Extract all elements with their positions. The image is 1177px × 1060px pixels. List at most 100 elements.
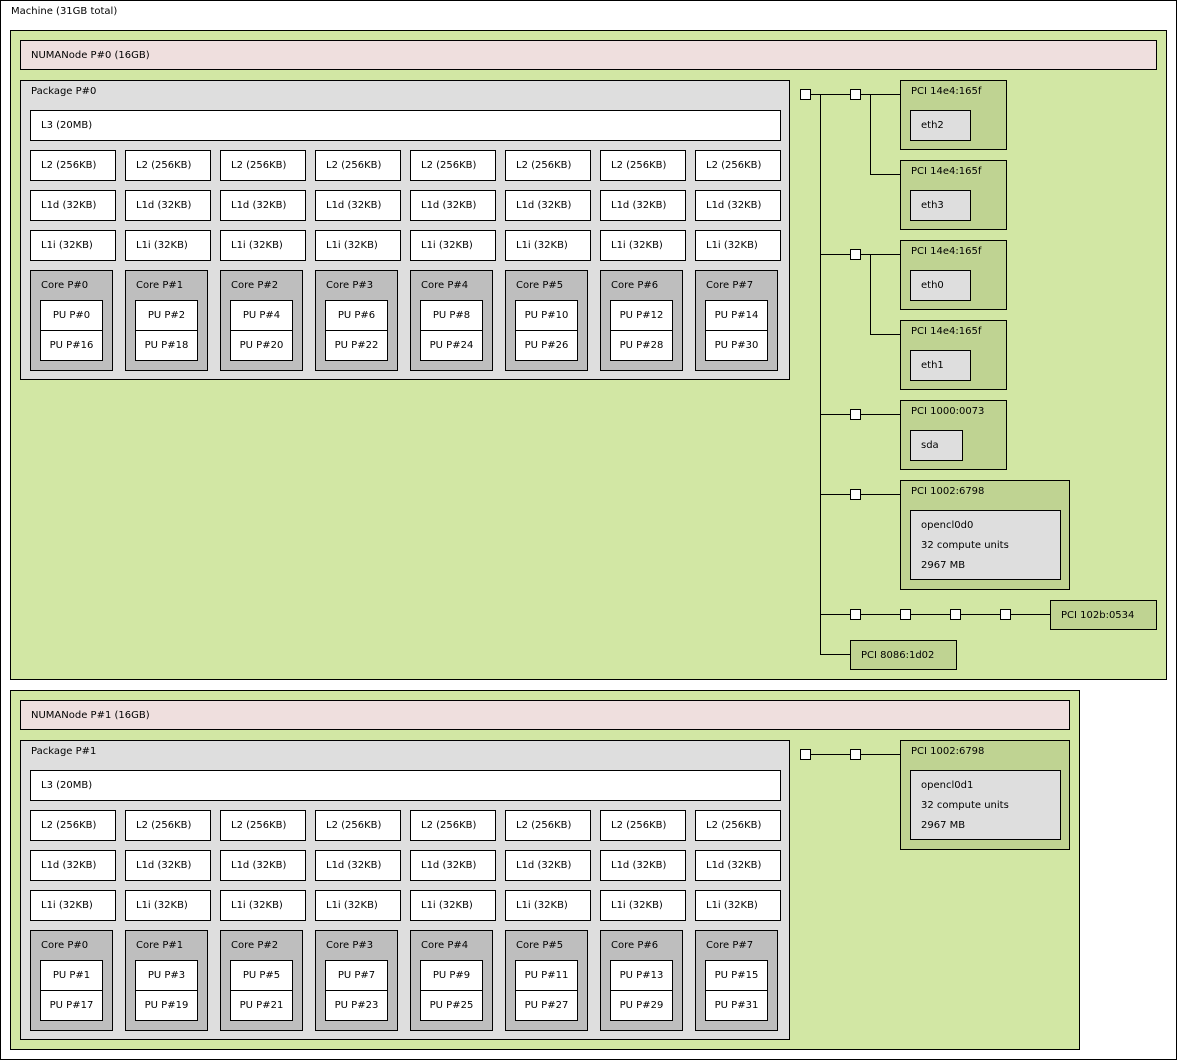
l3-cache-label: L3 (20MB) bbox=[41, 780, 93, 791]
pci-device: PCI 14e4:165f eth1 bbox=[900, 320, 1007, 390]
os-device: opencl0d1 32 compute units 2967 MB bbox=[910, 770, 1061, 840]
pu: PU P#11 bbox=[515, 960, 578, 991]
os-device: sda bbox=[910, 430, 963, 461]
connector-line bbox=[870, 334, 900, 335]
l1d-cache-label: L1d (32KB) bbox=[326, 200, 382, 211]
connector-line bbox=[820, 614, 1050, 615]
pu-label: PU P#20 bbox=[239, 340, 284, 351]
connector-line bbox=[820, 94, 821, 655]
l1d-cache-label: L1d (32KB) bbox=[136, 200, 192, 211]
os-device: eth0 bbox=[910, 270, 971, 301]
pu-label: PU P#17 bbox=[49, 1000, 94, 1011]
l1i-cache-label: L1i (32KB) bbox=[706, 900, 758, 911]
pci-device: PCI 14e4:165f eth3 bbox=[900, 160, 1007, 230]
pu-label: PU P#23 bbox=[334, 1000, 379, 1011]
core-label: Core P#7 bbox=[706, 280, 754, 291]
l1d-cache-label: L1d (32KB) bbox=[516, 860, 572, 871]
l2-cache: L2 (256KB) bbox=[600, 810, 686, 841]
pu: PU P#0 bbox=[40, 300, 103, 331]
pu: PU P#26 bbox=[515, 330, 578, 361]
pci-bridge-square bbox=[950, 609, 961, 620]
pu: PU P#1 bbox=[40, 960, 103, 991]
l1i-cache: L1i (32KB) bbox=[220, 230, 306, 261]
l3-cache: L3 (20MB) bbox=[30, 110, 781, 141]
l1d-cache-label: L1d (32KB) bbox=[421, 200, 477, 211]
core-label: Core P#0 bbox=[41, 280, 89, 291]
pu-label: PU P#18 bbox=[144, 340, 189, 351]
os-device-detail: 32 compute units bbox=[921, 540, 1009, 551]
l1i-cache: L1i (32KB) bbox=[220, 890, 306, 921]
numa-node-0-label: NUMANode P#0 (16GB) bbox=[31, 50, 150, 61]
pci-device-label: PCI 14e4:165f bbox=[911, 166, 982, 177]
pu: PU P#27 bbox=[515, 990, 578, 1021]
pu: PU P#3 bbox=[135, 960, 198, 991]
pu-label: PU P#1 bbox=[52, 970, 91, 981]
l1i-cache-label: L1i (32KB) bbox=[611, 900, 663, 911]
pu-label: PU P#9 bbox=[432, 970, 471, 981]
core-label: Core P#3 bbox=[326, 940, 374, 951]
l1d-cache: L1d (32KB) bbox=[220, 850, 306, 881]
l1i-cache: L1i (32KB) bbox=[30, 230, 116, 261]
l2-cache: L2 (256KB) bbox=[505, 150, 591, 181]
core-label: Core P#4 bbox=[421, 280, 469, 291]
pci-bridge-square bbox=[850, 609, 861, 620]
l1i-cache: L1i (32KB) bbox=[125, 890, 211, 921]
l2-cache: L2 (256KB) bbox=[220, 150, 306, 181]
l1i-cache-label: L1i (32KB) bbox=[421, 240, 473, 251]
core-label: Core P#7 bbox=[706, 940, 754, 951]
l1i-cache-label: L1i (32KB) bbox=[136, 900, 188, 911]
l1d-cache-label: L1d (32KB) bbox=[611, 200, 667, 211]
os-device-detail: 2967 MB bbox=[921, 820, 966, 831]
pu: PU P#12 bbox=[610, 300, 673, 331]
l1d-cache: L1d (32KB) bbox=[410, 850, 496, 881]
pu: PU P#5 bbox=[230, 960, 293, 991]
pu-label: PU P#11 bbox=[524, 970, 569, 981]
l1d-cache: L1d (32KB) bbox=[30, 190, 116, 221]
pci-device: PCI 14e4:165f eth0 bbox=[900, 240, 1007, 310]
l2-cache-label: L2 (256KB) bbox=[136, 160, 192, 171]
l2-cache: L2 (256KB) bbox=[410, 810, 496, 841]
l1d-cache-label: L1d (32KB) bbox=[326, 860, 382, 871]
pu-label: PU P#15 bbox=[714, 970, 759, 981]
l1i-cache-label: L1i (32KB) bbox=[231, 900, 283, 911]
os-device: opencl0d0 32 compute units 2967 MB bbox=[910, 510, 1061, 580]
l1d-cache-label: L1d (32KB) bbox=[41, 200, 97, 211]
l1d-cache-label: L1d (32KB) bbox=[231, 200, 287, 211]
l1i-cache: L1i (32KB) bbox=[315, 230, 401, 261]
pu: PU P#20 bbox=[230, 330, 293, 361]
l2-cache: L2 (256KB) bbox=[695, 810, 781, 841]
l1i-cache-label: L1i (32KB) bbox=[326, 240, 378, 251]
pu-label: PU P#26 bbox=[524, 340, 569, 351]
pu: PU P#6 bbox=[325, 300, 388, 331]
core-label: Core P#6 bbox=[611, 940, 659, 951]
pu-label: PU P#12 bbox=[619, 310, 664, 321]
pu: PU P#23 bbox=[325, 990, 388, 1021]
connector-line bbox=[860, 94, 900, 95]
pu-label: PU P#8 bbox=[432, 310, 471, 321]
machine-label: Machine (31GB total) bbox=[11, 6, 118, 17]
core-label: Core P#2 bbox=[231, 280, 279, 291]
l1i-cache: L1i (32KB) bbox=[410, 890, 496, 921]
pci-device-label: PCI 102b:0534 bbox=[1061, 610, 1135, 621]
numa-node-1-header: NUMANode P#1 (16GB) bbox=[20, 700, 1070, 730]
os-device-detail: 2967 MB bbox=[921, 560, 966, 571]
l1i-cache-label: L1i (32KB) bbox=[516, 240, 568, 251]
pu: PU P#29 bbox=[610, 990, 673, 1021]
l1d-cache-label: L1d (32KB) bbox=[231, 860, 287, 871]
l1i-cache-label: L1i (32KB) bbox=[326, 900, 378, 911]
l1i-cache: L1i (32KB) bbox=[695, 230, 781, 261]
l1i-cache-label: L1i (32KB) bbox=[41, 900, 93, 911]
package-label: Package P#0 bbox=[31, 86, 97, 97]
pu-label: PU P#30 bbox=[714, 340, 759, 351]
pci-device-label: PCI 14e4:165f bbox=[911, 246, 982, 257]
l1d-cache: L1d (32KB) bbox=[695, 190, 781, 221]
l1d-cache-label: L1d (32KB) bbox=[611, 860, 667, 871]
os-device-label: eth2 bbox=[921, 120, 944, 131]
l3-cache-label: L3 (20MB) bbox=[41, 120, 93, 131]
core-label: Core P#3 bbox=[326, 280, 374, 291]
l2-cache-label: L2 (256KB) bbox=[706, 160, 762, 171]
